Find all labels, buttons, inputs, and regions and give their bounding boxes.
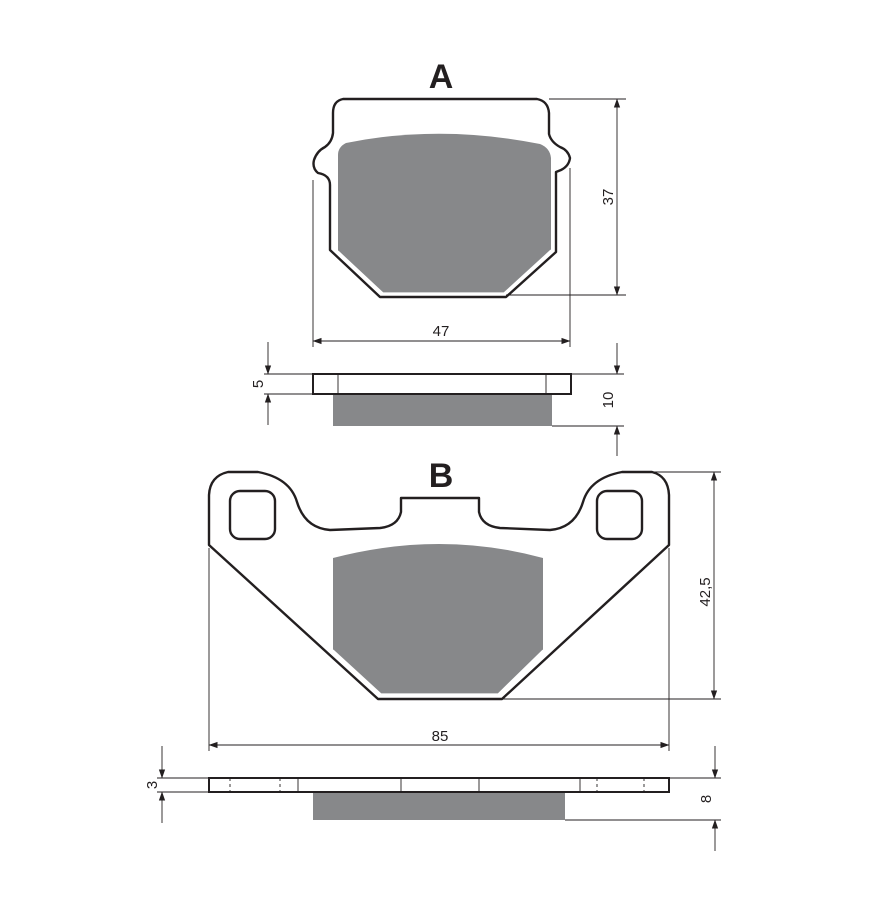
pad-a-side-view: [312, 373, 572, 426]
pad-a-total-thickness-dimension: 10: [552, 343, 624, 456]
pad-a-height-label: 37: [600, 189, 617, 206]
pad-b-friction-material: [333, 544, 543, 694]
pad-b-left-mounting-hole: [228, 489, 277, 541]
pad-b-plate-thickness-dimension: 3: [144, 746, 209, 823]
pad-a-plate-thickness-label: 5: [250, 380, 267, 388]
pad-b-front-view: B: [207, 457, 671, 701]
pad-b-height-label: 42,5: [697, 577, 714, 606]
pad-b-friction-edge: [332, 649, 544, 695]
pad-a-friction-edge: [337, 249, 552, 294]
pad-b-side-plate: [208, 777, 670, 793]
pad-a-height-dimension: 37: [506, 98, 626, 296]
pad-b-total-thickness-dimension: 8: [565, 746, 721, 851]
pad-a-side-friction: [333, 395, 552, 426]
pad-a-total-thickness-label: 10: [600, 392, 617, 409]
pad-a-friction-material: [338, 133, 551, 293]
pad-b-right-mounting-hole: [595, 489, 644, 541]
pad-a-plate-thickness-dimension: 5: [250, 342, 313, 425]
pad-b-height-dimension: 42,5: [502, 471, 721, 700]
pad-a-label: A: [429, 58, 454, 96]
pad-b-total-thickness-label: 8: [698, 795, 715, 803]
pad-a-side-plate: [312, 373, 572, 395]
pad-b-width-label: 85: [432, 728, 449, 745]
pad-a-front-view: A: [312, 58, 572, 299]
pad-b-width-dimension: 85: [208, 548, 670, 751]
pad-b-side-friction: [313, 793, 565, 820]
pad-a-width-label: 47: [433, 323, 450, 340]
pad-a-width-dimension: 47: [312, 168, 571, 347]
pad-b-label: B: [429, 457, 454, 495]
pad-b-side-view: [208, 777, 670, 820]
pad-b-plate-thickness-label: 3: [144, 781, 161, 789]
